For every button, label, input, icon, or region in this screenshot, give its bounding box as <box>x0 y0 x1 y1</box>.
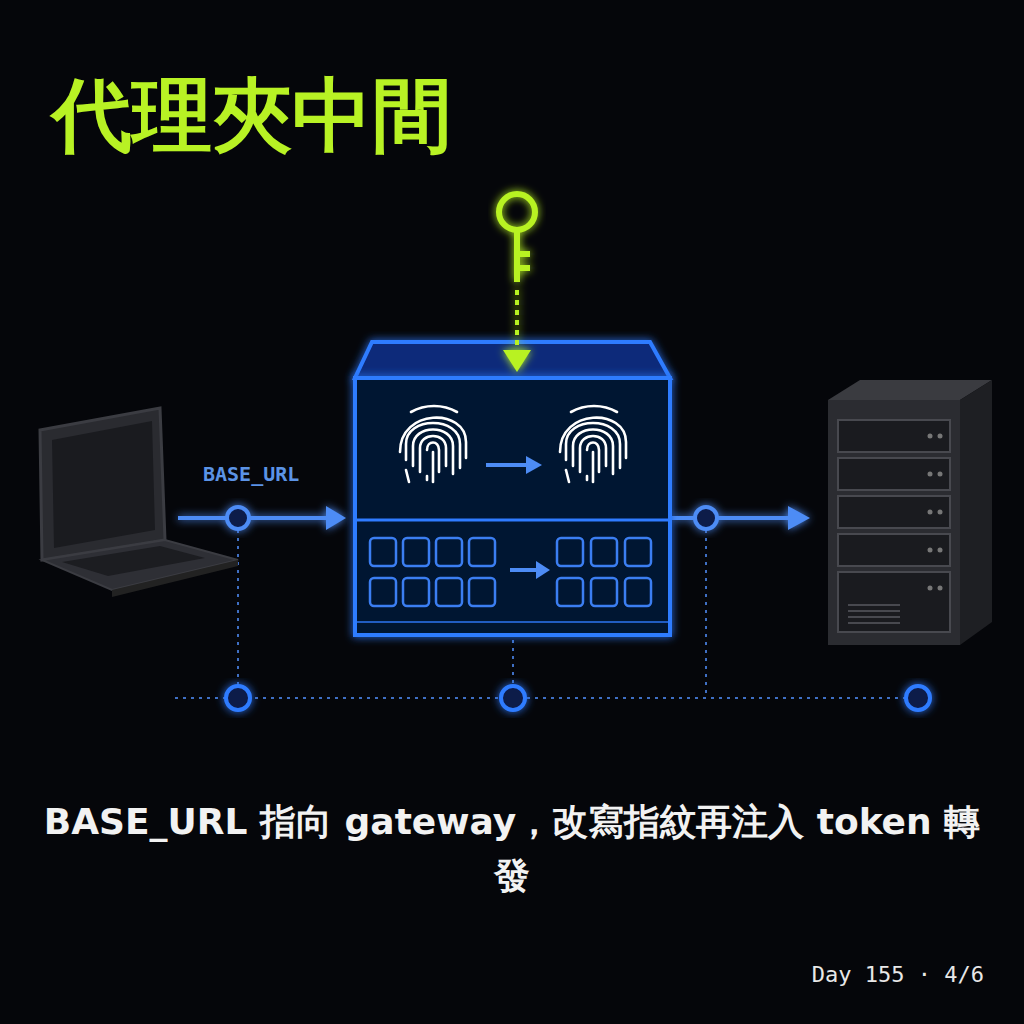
laptop <box>40 408 238 597</box>
title: 代理夾中間 <box>52 72 452 160</box>
gateway-box <box>355 342 670 635</box>
flow-label: BASE_URL <box>203 462 299 486</box>
server <box>828 380 992 645</box>
input-arrow <box>178 506 346 530</box>
caption: BASE_URL 指向 gateway，改寫指紋再注入 token 轉發 <box>40 795 984 903</box>
bus-nodes <box>226 686 930 710</box>
key-icon <box>499 194 535 372</box>
output-arrow <box>672 506 810 530</box>
page-number: Day 155 · 4/6 <box>812 962 984 987</box>
